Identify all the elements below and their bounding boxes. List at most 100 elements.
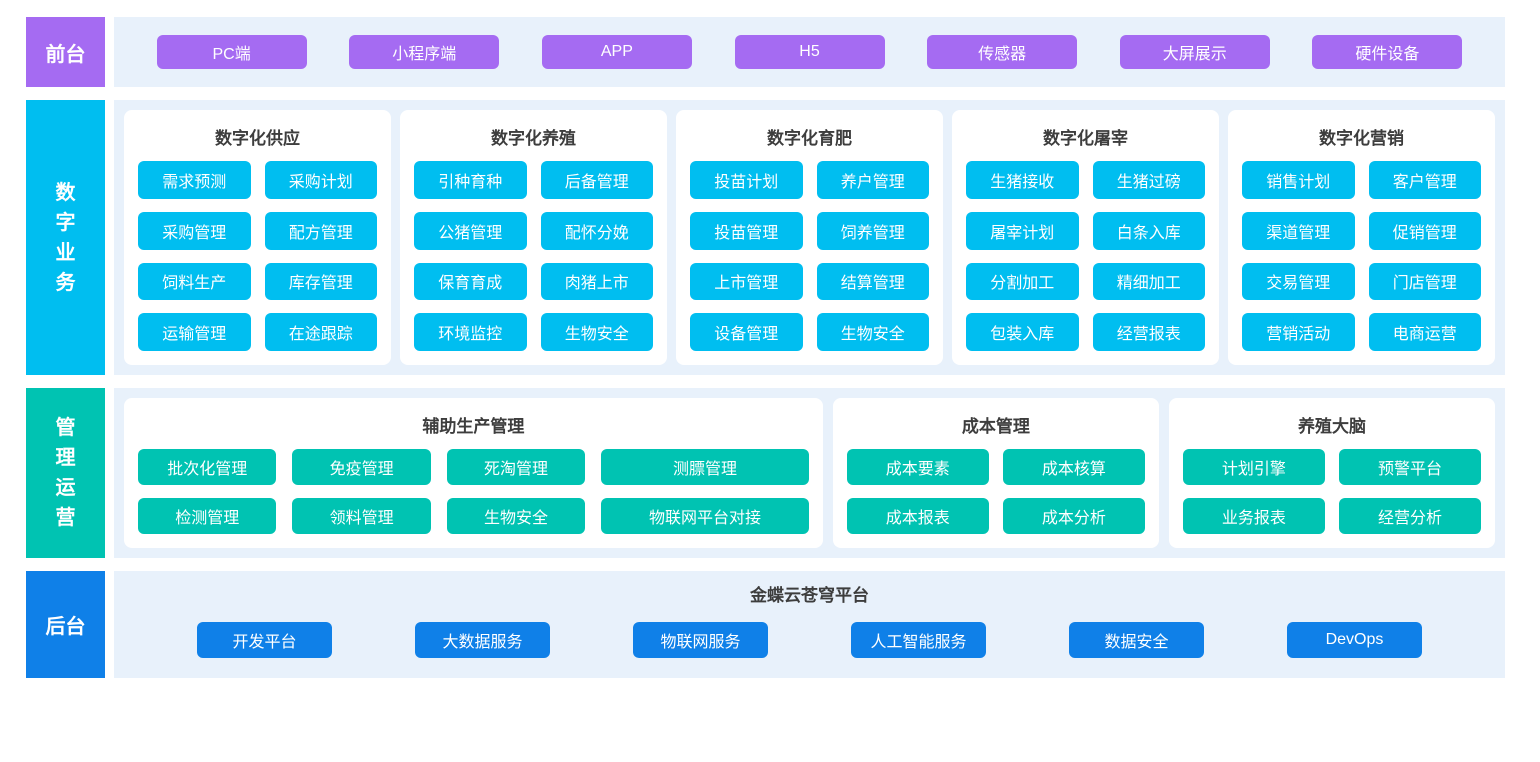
module-chip[interactable]: 生猪过磅 <box>1092 161 1205 199</box>
frontend-item-hardware[interactable]: 硬件设备 <box>1312 35 1463 69</box>
module-chip[interactable]: 交易管理 <box>1242 262 1355 301</box>
module-chip[interactable]: 白条入库 <box>1092 211 1205 250</box>
card-digital-fattening: 数字化育肥 投苗计划 养户管理 投苗管理 饲养管理 上市管理 结算管理 设备管理… <box>676 110 943 365</box>
card-cost-management: 成本管理 成本要素 成本核算 成本报表 成本分析 <box>832 398 1159 548</box>
module-chip[interactable]: 运输管理 <box>138 313 251 351</box>
module-chip[interactable]: 客户管理 <box>1368 161 1481 199</box>
module-chip[interactable]: 预警平台 <box>1338 449 1482 485</box>
module-chip[interactable]: 电商运营 <box>1368 313 1481 351</box>
module-chip[interactable]: 库存管理 <box>264 262 377 301</box>
card-breeding-brain-grid: 计划引擎 预警平台 业务报表 经营分析 <box>1182 449 1482 534</box>
frontend-row: 前台 PC端 小程序端 APP H5 传感器 大屏展示 硬件设备 <box>26 17 1505 87</box>
card-digital-marketing-title: 数字化营销 <box>1319 129 1404 148</box>
module-chip[interactable]: 经营分析 <box>1338 498 1482 534</box>
backend-item-devplatform[interactable]: 开发平台 <box>197 622 332 658</box>
module-chip[interactable]: 饲料生产 <box>138 262 251 301</box>
card-breeding-brain-title: 养殖大脑 <box>1297 417 1366 436</box>
card-digital-supply-title: 数字化供应 <box>215 129 300 148</box>
architecture-diagram: 前台 PC端 小程序端 APP H5 传感器 大屏展示 硬件设备 数字业务 数字… <box>26 17 1505 678</box>
frontend-item-bigscreen[interactable]: 大屏展示 <box>1119 35 1270 69</box>
module-chip[interactable]: 环境监控 <box>414 313 527 351</box>
module-chip[interactable]: 生物安全 <box>816 313 929 351</box>
digital-business-row: 数字业务 数字化供应 需求预测 采购计划 采购管理 配方管理 饲料生产 库存管理… <box>26 100 1505 375</box>
module-chip[interactable]: 需求预测 <box>138 161 251 199</box>
module-chip[interactable]: 测膘管理 <box>601 449 809 485</box>
card-digital-fattening-title: 数字化育肥 <box>767 129 852 148</box>
module-chip[interactable]: 物联网平台对接 <box>601 498 809 534</box>
module-chip[interactable]: 业务报表 <box>1182 498 1325 534</box>
module-chip[interactable]: 死淘管理 <box>446 449 586 485</box>
frontend-item-sensor[interactable]: 传感器 <box>927 35 1078 69</box>
card-cost-management-grid: 成本要素 成本核算 成本报表 成本分析 <box>846 449 1145 534</box>
module-chip[interactable]: 批次化管理 <box>138 449 277 485</box>
module-chip[interactable]: 成本报表 <box>846 498 989 534</box>
card-breeding-brain: 养殖大脑 计划引擎 预警平台 业务报表 经营分析 <box>1168 398 1496 548</box>
card-digital-supply-grid: 需求预测 采购计划 采购管理 配方管理 饲料生产 库存管理 运输管理 在途跟踪 <box>138 161 377 351</box>
backend-button-row: 开发平台 大数据服务 物联网服务 人工智能服务 数据安全 DevOps <box>114 616 1505 664</box>
module-chip[interactable]: 配怀分娩 <box>540 211 653 250</box>
module-chip[interactable]: 分割加工 <box>966 262 1079 301</box>
platform-title: 金蝶云苍穹平台 <box>750 586 869 605</box>
card-digital-breeding-grid: 引种育种 后备管理 公猪管理 配怀分娩 保育育成 肉猪上市 环境监控 生物安全 <box>414 161 653 351</box>
module-chip[interactable]: 检测管理 <box>138 498 277 534</box>
module-chip[interactable]: 成本分析 <box>1002 498 1145 534</box>
digital-business-band: 数字化供应 需求预测 采购计划 采购管理 配方管理 饲料生产 库存管理 运输管理… <box>114 100 1505 375</box>
management-operations-row-label-text: 管理运营 <box>55 417 76 529</box>
module-chip[interactable]: 投苗计划 <box>690 161 803 199</box>
module-chip[interactable]: 在途跟踪 <box>264 313 377 351</box>
backend-item-bigdata[interactable]: 大数据服务 <box>415 622 550 658</box>
backend-item-iot[interactable]: 物联网服务 <box>633 622 768 658</box>
card-digital-slaughter: 数字化屠宰 生猪接收 生猪过磅 屠宰计划 白条入库 分割加工 精细加工 包装入库… <box>952 110 1219 365</box>
module-chip[interactable]: 经营报表 <box>1092 313 1205 351</box>
card-digital-slaughter-title: 数字化屠宰 <box>1043 129 1128 148</box>
frontend-row-label: 前台 <box>26 17 105 87</box>
module-chip[interactable]: 结算管理 <box>816 262 929 301</box>
module-chip[interactable]: 门店管理 <box>1368 262 1481 301</box>
module-chip[interactable]: 保育育成 <box>414 262 527 301</box>
frontend-item-app[interactable]: APP <box>541 35 692 69</box>
card-digital-slaughter-grid: 生猪接收 生猪过磅 屠宰计划 白条入库 分割加工 精细加工 包装入库 经营报表 <box>966 161 1205 351</box>
module-chip[interactable]: 领料管理 <box>292 498 431 534</box>
module-chip[interactable]: 上市管理 <box>690 262 803 301</box>
backend-item-datasecurity[interactable]: 数据安全 <box>1069 622 1204 658</box>
module-chip[interactable]: 后备管理 <box>540 161 653 199</box>
module-chip[interactable]: 配方管理 <box>264 211 377 250</box>
module-chip[interactable]: 成本要素 <box>846 449 989 485</box>
frontend-item-miniprogram[interactable]: 小程序端 <box>349 35 500 69</box>
module-chip[interactable]: 销售计划 <box>1242 161 1355 199</box>
card-digital-fattening-grid: 投苗计划 养户管理 投苗管理 饲养管理 上市管理 结算管理 设备管理 生物安全 <box>690 161 929 351</box>
module-chip[interactable]: 养户管理 <box>816 161 929 199</box>
module-chip[interactable]: 采购管理 <box>138 211 251 250</box>
module-chip[interactable]: 饲养管理 <box>816 211 929 250</box>
module-chip[interactable]: 投苗管理 <box>690 211 803 250</box>
card-digital-marketing: 数字化营销 销售计划 客户管理 渠道管理 促销管理 交易管理 门店管理 营销活动… <box>1228 110 1495 365</box>
module-chip[interactable]: 引种育种 <box>414 161 527 199</box>
management-operations-row-label: 管理运营 <box>26 388 105 558</box>
backend-item-devops[interactable]: DevOps <box>1287 622 1422 658</box>
module-chip[interactable]: 包装入库 <box>966 313 1079 351</box>
module-chip[interactable]: 精细加工 <box>1092 262 1205 301</box>
module-chip[interactable]: 肉猪上市 <box>540 262 653 301</box>
card-digital-breeding: 数字化养殖 引种育种 后备管理 公猪管理 配怀分娩 保育育成 肉猪上市 环境监控… <box>400 110 667 365</box>
card-digital-marketing-grid: 销售计划 客户管理 渠道管理 促销管理 交易管理 门店管理 营销活动 电商运营 <box>1242 161 1481 351</box>
module-chip[interactable]: 生物安全 <box>446 498 586 534</box>
digital-business-row-label: 数字业务 <box>26 100 105 375</box>
module-chip[interactable]: 采购计划 <box>264 161 377 199</box>
module-chip[interactable]: 生物安全 <box>540 313 653 351</box>
backend-item-ai[interactable]: 人工智能服务 <box>851 622 986 658</box>
module-chip[interactable]: 免疫管理 <box>292 449 431 485</box>
module-chip[interactable]: 计划引擎 <box>1182 449 1325 485</box>
module-chip[interactable]: 生猪接收 <box>966 161 1079 199</box>
module-chip[interactable]: 营销活动 <box>1242 313 1355 351</box>
module-chip[interactable]: 公猪管理 <box>414 211 527 250</box>
module-chip[interactable]: 设备管理 <box>690 313 803 351</box>
module-chip[interactable]: 促销管理 <box>1368 211 1481 250</box>
management-operations-row: 管理运营 辅助生产管理 批次化管理 免疫管理 死淘管理 测膘管理 检测管理 领料… <box>26 388 1505 558</box>
frontend-item-h5[interactable]: H5 <box>734 35 885 69</box>
backend-row: 后台 金蝶云苍穹平台 开发平台 大数据服务 物联网服务 人工智能服务 数据安全 … <box>26 571 1505 678</box>
frontend-item-pc[interactable]: PC端 <box>156 35 307 69</box>
card-production-support: 辅助生产管理 批次化管理 免疫管理 死淘管理 测膘管理 检测管理 领料管理 生物… <box>124 398 823 548</box>
module-chip[interactable]: 成本核算 <box>1002 449 1145 485</box>
module-chip[interactable]: 屠宰计划 <box>966 211 1079 250</box>
module-chip[interactable]: 渠道管理 <box>1242 211 1355 250</box>
